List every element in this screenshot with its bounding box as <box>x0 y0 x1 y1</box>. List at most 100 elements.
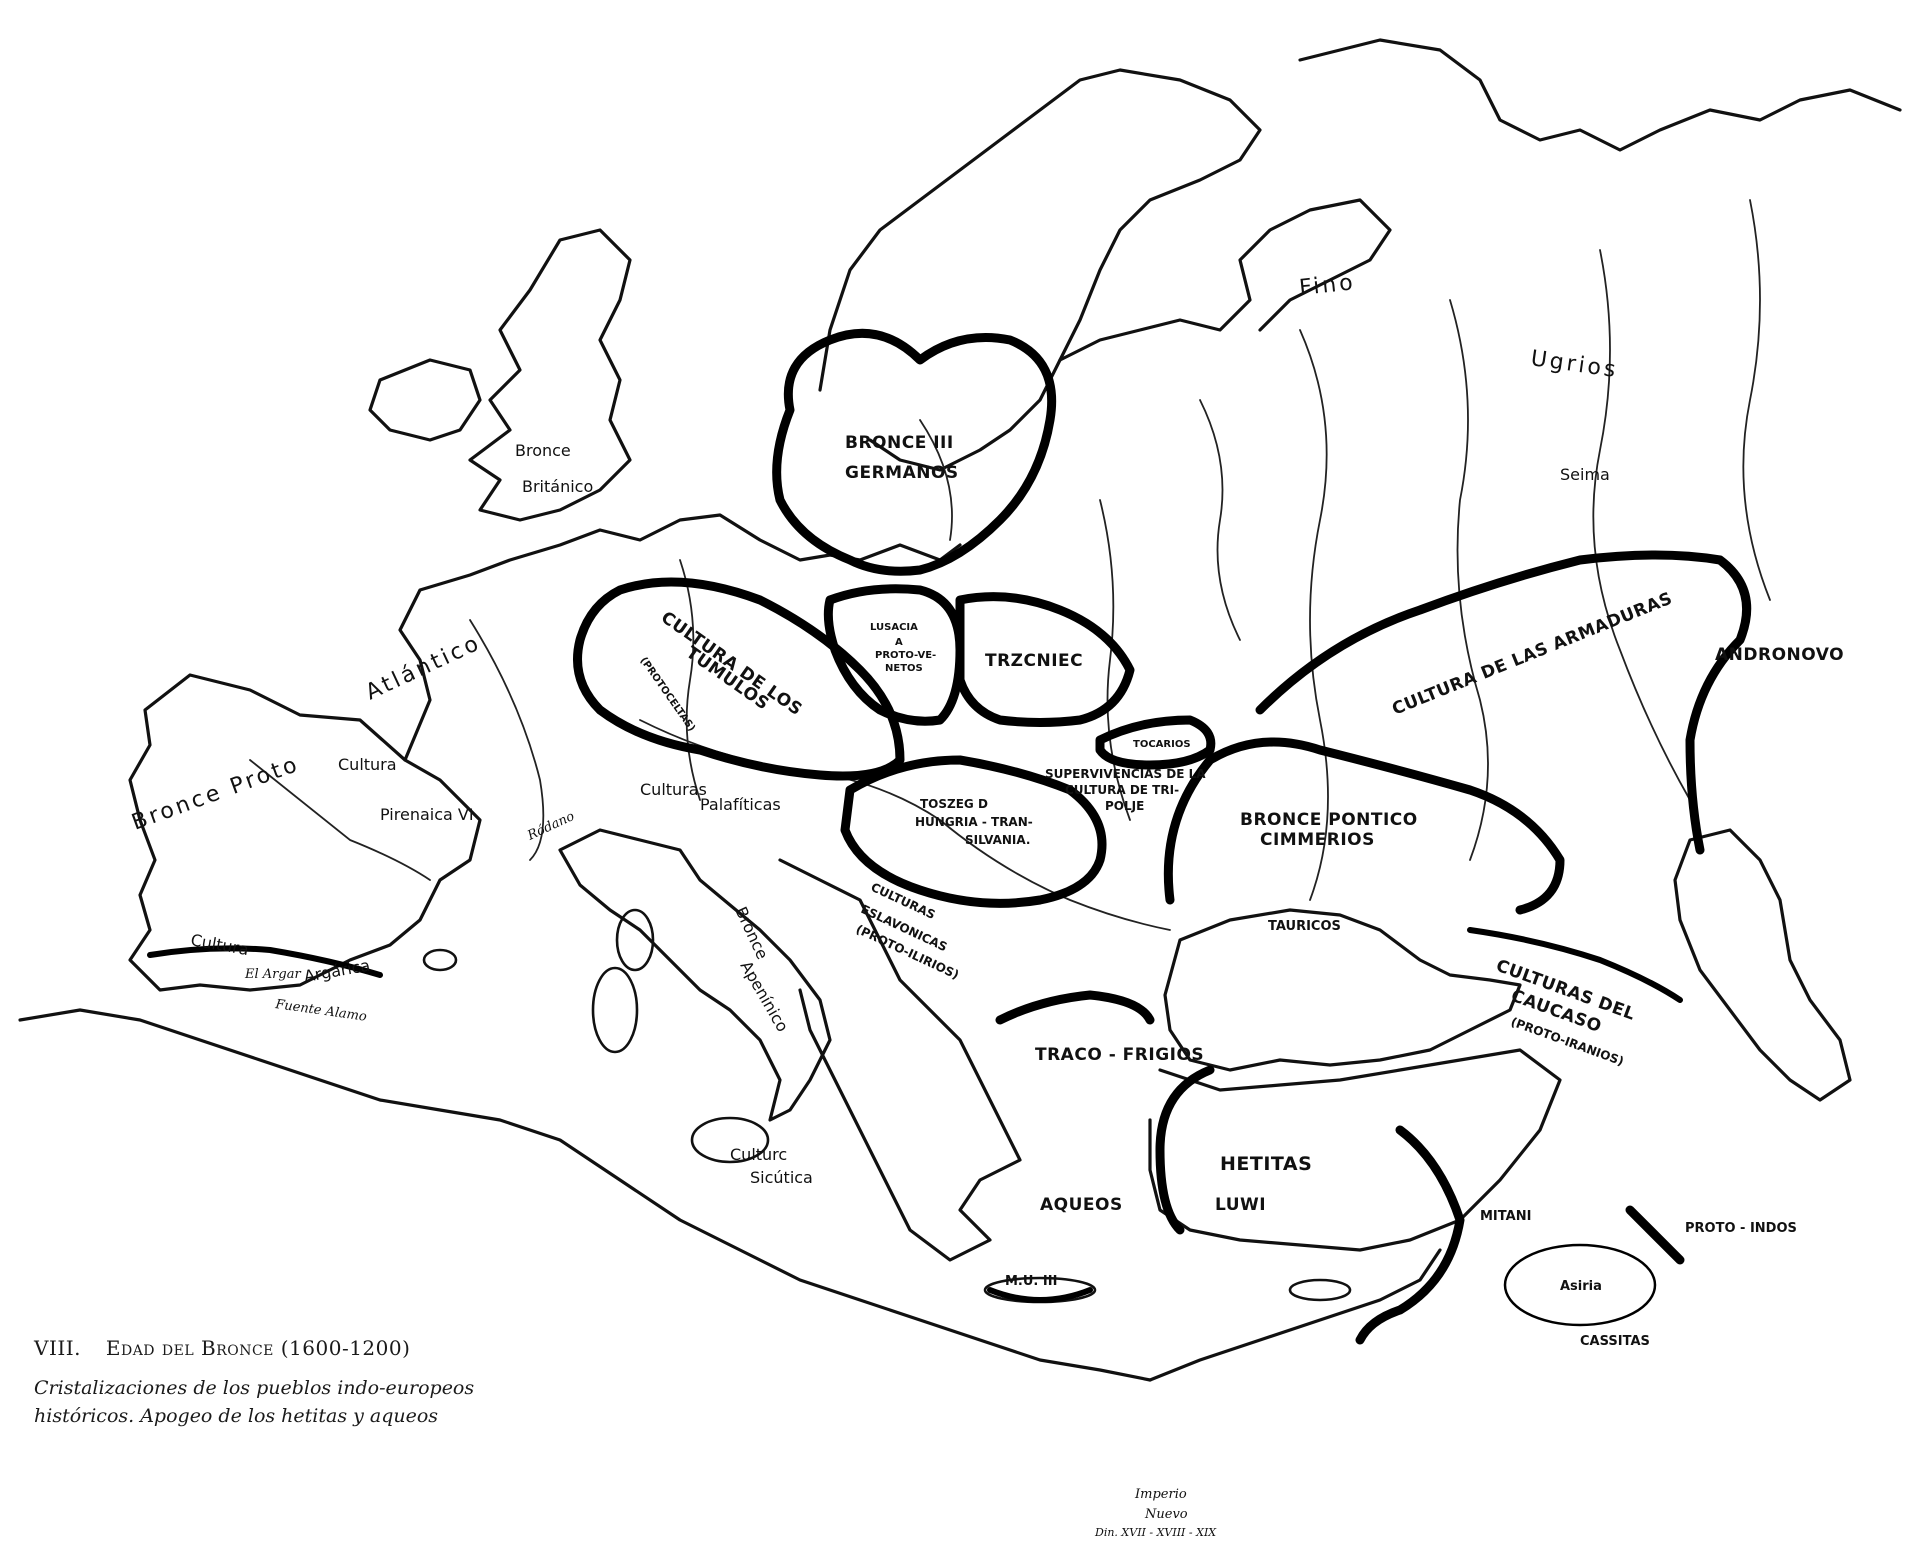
caption-heading: VIII. Edad del Bronce (1600-1200) <box>34 1336 594 1360</box>
caption-subtitle-line-2: históricos. Apogeo de los hetitas y aque… <box>34 1405 439 1427</box>
map-caption: VIII. Edad del Bronce (1600-1200) Crista… <box>34 1336 594 1430</box>
label-rodano: Ródano <box>524 809 577 844</box>
island-corsica <box>615 908 655 972</box>
coastline-levant <box>1148 1248 1442 1382</box>
label-imperio-1: Imperio <box>1134 1487 1187 1502</box>
river-2 <box>1449 299 1489 861</box>
label-toszeg-2: HUNGRIA - TRAN- <box>915 815 1033 829</box>
river-rhine <box>679 559 701 801</box>
river-5 <box>1099 499 1131 821</box>
label-bronce-britanico-1: Bronce <box>515 441 571 460</box>
label-bronce-britanico-2: Británico <box>522 477 593 496</box>
boundary-iberia <box>147 945 383 978</box>
label-imperio-2: Nuevo <box>1144 1507 1188 1522</box>
label-seima: Seima <box>1560 465 1610 484</box>
boundary-asiria <box>1503 1243 1657 1327</box>
label-tocarios: TOCARIOS <box>1133 739 1191 750</box>
label-cultura-pirenaica-2: Pirenaica VI <box>380 805 474 824</box>
label-bronce-iii: BRONCE III <box>845 433 954 453</box>
boundary-caucaso <box>1467 927 1683 1003</box>
boundary-bronce-pontico <box>1163 737 1565 915</box>
label-hetitas: HETITAS <box>1220 1153 1312 1175</box>
coastline-iberia <box>128 673 482 992</box>
coastline-anatolia <box>1148 1048 1562 1252</box>
river-8 <box>249 759 431 881</box>
boundary-toszeg <box>840 755 1107 908</box>
label-proto-indos: PROTO - INDOS <box>1685 1221 1797 1236</box>
label-lusacia-2: A <box>895 637 903 648</box>
label-mitani: MITANI <box>1480 1209 1531 1224</box>
caption-title: Edad del Bronce (1600-1200) <box>105 1336 411 1360</box>
caption-subtitle: Cristalizaciones de los pueblos indo-eur… <box>34 1374 594 1430</box>
river-9 <box>469 619 545 861</box>
coastline-britain <box>468 228 632 522</box>
label-toszeg-1: TOSZEG D <box>920 797 988 811</box>
boundary-tocarios <box>1095 715 1216 770</box>
label-traco-frigios: TRACO - FRIGIOS <box>1035 1045 1204 1065</box>
coastline-balkans <box>778 858 1022 1262</box>
coastline-ireland <box>368 358 482 442</box>
label-trzciniec: TRZCNIEC <box>985 651 1083 671</box>
label-bronce-proto-1: Bronce Proto <box>129 752 304 836</box>
boundary-hetitas <box>1155 1065 1215 1235</box>
label-supervivencias-2: CULTURA DE TRI- <box>1065 783 1179 797</box>
label-culturas-palafiticas-1: Culturas <box>640 780 707 799</box>
label-lusacia-4: NETOS <box>885 663 923 674</box>
island-sicily <box>690 1116 770 1164</box>
coastline-north-africa <box>18 1008 1152 1382</box>
label-imperio-3: Din. XVII - XVIII - XIX <box>1094 1526 1217 1539</box>
boundary-proto-indos <box>1625 1205 1685 1265</box>
caption-number: VIII. <box>34 1336 82 1360</box>
label-bronce-apeninico-1: Bronce <box>731 904 772 963</box>
label-supervivencias-1: SUPERVIVENCIAS DE LA <box>1045 767 1206 781</box>
river-4 <box>1742 199 1771 601</box>
coastline-caspian <box>1673 828 1852 1102</box>
boundary-east-anatolia <box>1355 1125 1465 1345</box>
label-aqueos: AQUEOS <box>1040 1195 1123 1215</box>
river-3 <box>1592 249 1691 801</box>
label-cultura-argarica-1: Cultura <box>189 930 250 959</box>
coastline-black-sea <box>1163 908 1522 1072</box>
label-el-argar: El Argar <box>244 967 301 982</box>
river-7 <box>1199 399 1241 641</box>
boundary-tumulos <box>573 577 905 781</box>
boundary-armaduras <box>1255 550 1752 855</box>
island-sardinia <box>591 966 639 1054</box>
coastline-italy <box>558 828 832 1122</box>
island-balearic <box>422 948 458 972</box>
label-andronovo: ANDRONOVO <box>1715 645 1844 665</box>
label-fino-ugrios-1: Fino <box>1298 270 1357 301</box>
label-culturas-palafiticas-2: Palafíticas <box>700 795 781 814</box>
label-supervivencias-3: POLJE <box>1105 799 1144 813</box>
label-cassitas: CASSITAS <box>1580 1334 1650 1349</box>
boundary-traco-frigios <box>995 990 1155 1025</box>
label-culture-sicutica-1: Culturc <box>730 1145 787 1164</box>
label-fino-ugrios-2: Ugrios <box>1529 346 1620 383</box>
label-lusacia-3: PROTO-VE- <box>875 650 936 661</box>
map-base <box>18 38 1902 1382</box>
label-fuente-alamo: Fuente Alamo <box>273 997 367 1025</box>
label-luwi: LUWI <box>1215 1195 1266 1215</box>
label-bronce-pontico-1: BRONCE PONTICO <box>1240 810 1418 830</box>
culture-boundaries <box>147 328 1752 1345</box>
label-cultura-pirenaica-1: Cultura <box>338 755 397 774</box>
coastline-arctic <box>1298 38 1902 152</box>
boundary-lusacia <box>823 584 965 726</box>
label-culture-sicutica-2: Sicútica <box>750 1168 813 1187</box>
label-lusacia-1: LUSACIA <box>870 622 918 633</box>
coastline-baltic <box>1058 198 1392 362</box>
label-bronce-proto-2: Atlántico <box>362 630 485 705</box>
boundary-trzciniec <box>955 592 1135 727</box>
river-1 <box>1299 329 1329 901</box>
island-cyprus <box>1288 1278 1352 1302</box>
river-6 <box>919 419 953 541</box>
coastline-scandinavia <box>818 68 1262 472</box>
boundary-mu <box>987 1287 1093 1303</box>
caption-subtitle-line-1: Cristalizaciones de los pueblos indo-eur… <box>34 1377 475 1399</box>
boundary-germanos <box>772 328 1057 576</box>
label-bronce-pontico-2: CIMMERIOS <box>1260 830 1375 850</box>
label-mu: M.U. III <box>1005 1274 1057 1289</box>
label-tauricos: TAURICOS <box>1268 919 1341 934</box>
label-toszeg-3: SILVANIA. <box>965 833 1030 847</box>
